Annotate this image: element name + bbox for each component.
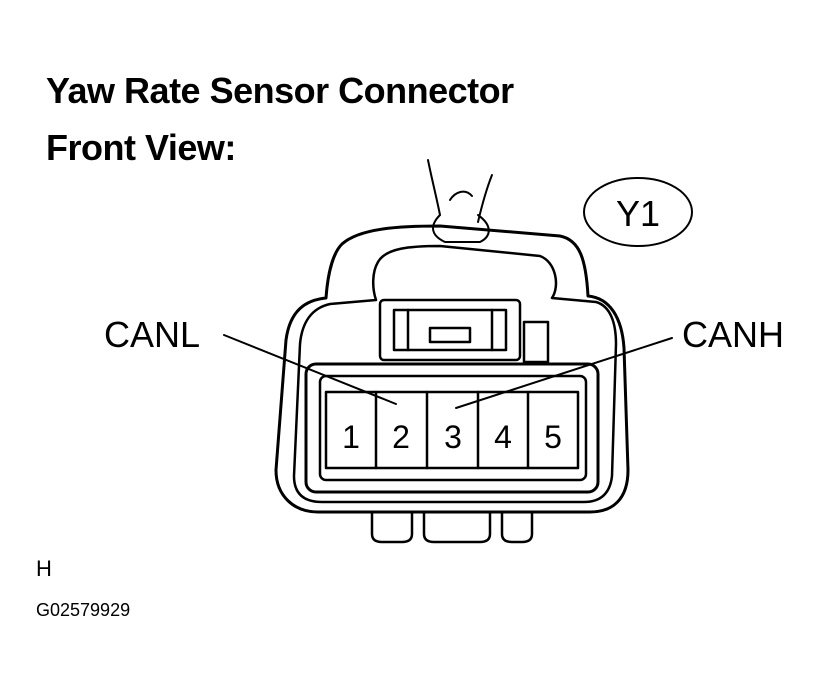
connector-latch (378, 298, 550, 364)
connector-inner-shell (292, 244, 618, 504)
pin-2-label: 2 (392, 419, 410, 455)
wire-harness (427, 159, 493, 243)
terminal-block (324, 390, 580, 470)
pin-5-label: 5 (544, 419, 562, 455)
canl-label: CANL (104, 314, 200, 355)
pin-3-label: 3 (444, 419, 462, 455)
connector-id-badge (583, 177, 693, 247)
terminal-frame-inner (318, 374, 588, 482)
canl-leader-line (223, 334, 397, 405)
connector-bottom-keys (370, 510, 534, 544)
figure-code: G02579929 (36, 600, 131, 620)
canh-label: CANH (682, 314, 784, 355)
pin-4-label: 4 (494, 419, 512, 455)
canh-leader-line (455, 337, 673, 409)
footer-mark: H (36, 556, 52, 581)
connector-outer-shell (274, 224, 630, 514)
diagram-title: Yaw Rate Sensor Connector (46, 70, 514, 111)
view-subtitle: Front View: (46, 127, 236, 168)
pin-1-label: 1 (342, 419, 360, 455)
connector-id-label: Y1 (616, 193, 660, 234)
terminal-frame-outer (304, 362, 600, 494)
